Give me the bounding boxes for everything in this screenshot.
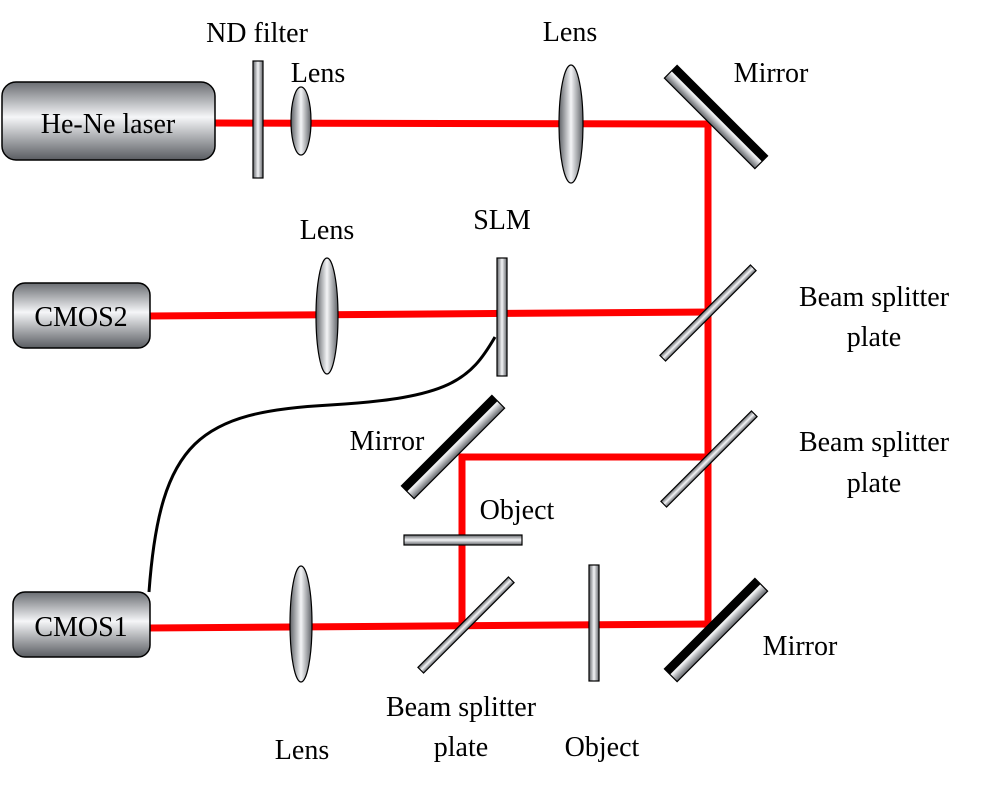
laser-box: He-Ne laser (1, 81, 216, 161)
slm-plate (496, 257, 508, 377)
beam-splitter-3-label-line2: plate (434, 732, 488, 763)
slm-cable (147, 336, 497, 593)
slm-label: SLM (473, 205, 531, 236)
beam-splitter-1-label-line2: plate (847, 322, 901, 353)
lens-1-label: Lens (291, 58, 345, 89)
lens-1-shape (290, 86, 312, 156)
cmos2-label: CMOS2 (34, 302, 127, 333)
beam-splitter-1-label-line1: Beam splitter (799, 282, 950, 313)
beam-splitter-2-label-line2: plate (847, 468, 901, 499)
cmos1-box: CMOS1 (12, 591, 151, 658)
object-1-label: Object (480, 495, 555, 526)
nd-filter-label: ND filter (206, 18, 309, 49)
lens-4-label: Lens (275, 735, 329, 766)
mirror-1-label: Mirror (734, 58, 809, 89)
laser-label: He-Ne laser (41, 109, 176, 140)
cmos2-box: CMOS2 (12, 282, 151, 349)
beam-laser-to-mirror (210, 119, 712, 128)
lens-3-shape (315, 257, 339, 375)
beam-splitter-2-shape (660, 410, 758, 508)
mirror-2-label: Mirror (350, 426, 425, 457)
beam-bs1-to-cmos2 (146, 308, 712, 320)
mirror-1-shape (663, 64, 769, 170)
lens-3-label: Lens (300, 215, 354, 246)
lens-4-shape (289, 565, 313, 683)
beam-paths (146, 119, 712, 632)
beam-splitter-1-shape (659, 264, 757, 362)
object-2-label: Object (565, 732, 640, 763)
mirror-2-shape (400, 394, 506, 500)
beam-splitter-3-shape (417, 576, 515, 674)
object-1-plate (403, 534, 523, 546)
beam-splitter-3-label-line1: Beam splitter (386, 692, 537, 723)
lens-2-label: Lens (543, 17, 597, 48)
lens-2-shape (558, 64, 584, 184)
mirror-3-shape (663, 577, 769, 683)
beam-splitter-2-label-line1: Beam splitter (799, 427, 950, 458)
cmos1-label: CMOS1 (34, 612, 127, 643)
beam-mirror3-to-cmos1 (146, 620, 712, 632)
component-labels: ND filter Lens Lens Mirror Lens SLM Beam… (206, 17, 950, 766)
nd-filter-plate (252, 60, 264, 179)
object-2-plate (588, 564, 600, 682)
mirror-3-label: Mirror (763, 631, 838, 662)
